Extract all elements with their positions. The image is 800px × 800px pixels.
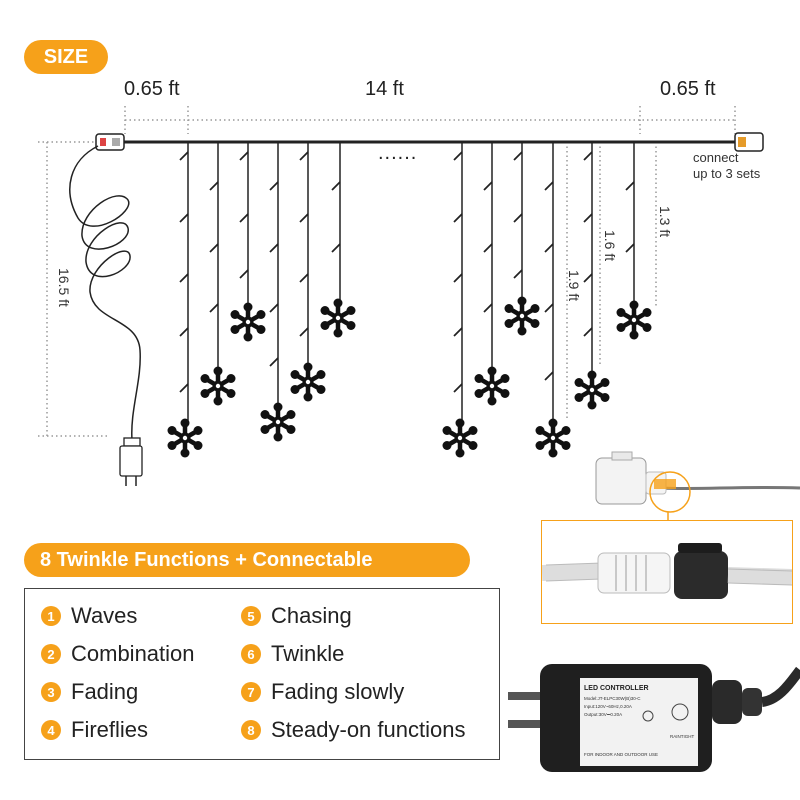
number-badge: 2 (41, 644, 61, 664)
snowflake-icon (617, 301, 652, 340)
snowflake-icon (168, 419, 203, 458)
number-badge: 6 (241, 644, 261, 664)
list-item: 2 Combination (41, 641, 195, 667)
snowflake-icon (443, 419, 478, 458)
number-badge: 1 (41, 606, 61, 626)
functions-title: 8 Twinkle Functions + Connectable (24, 543, 470, 577)
list-item: 6 Twinkle (241, 641, 344, 667)
list-item: 3 Fading (41, 679, 138, 705)
number-badge: 7 (241, 682, 261, 702)
adapter-line5: RAINTIGHT (670, 734, 695, 739)
function-label: Combination (71, 641, 195, 666)
function-label: Fading (71, 679, 139, 704)
function-label: Steady-on functions (271, 717, 466, 742)
number-badge: 5 (241, 606, 261, 626)
connect-note: connect up to 3 sets (693, 150, 760, 182)
number-badge: 8 (241, 720, 261, 740)
icicle-light-diagram (38, 106, 800, 520)
size-badge: SIZE (24, 40, 108, 74)
function-label: Waves (71, 603, 138, 628)
adapter-line3: Output:30V⎓0.20A (584, 712, 622, 717)
list-item: 7 Fading slowly (241, 679, 404, 705)
snowflake-icon (536, 419, 571, 458)
list-item: 8 Steady-on functions (241, 717, 465, 743)
right-end-length-label: 0.65 ft (660, 78, 716, 100)
snowflake-icon (261, 403, 296, 442)
functions-list: 1 Waves 2 Combination 3 Fading 4 Firefli… (24, 588, 500, 760)
snowflake-icon (231, 303, 266, 342)
adapter-brand: LED CONTROLLER (584, 685, 649, 692)
connector-icon (541, 543, 793, 599)
adapter-line2: Input:120V~60Hz,0.20A (584, 704, 632, 709)
function-label: Chasing (271, 603, 352, 628)
left-end-length-label: 0.65 ft (124, 78, 180, 100)
plug-icon (119, 437, 143, 486)
function-label: Fading slowly (271, 679, 405, 704)
continuation-dots: ...... (378, 142, 418, 164)
connect-note-line1: connect (693, 150, 739, 165)
list-item: 1 Waves (41, 603, 137, 629)
middle-length-label: 14 ft (365, 78, 404, 100)
adapter-line4: FOR INDOOR AND OUTDOOR USE (584, 752, 658, 757)
adapter-line1: Model:JT-ELPC30W(B)30-C (584, 696, 641, 701)
connector-icon (595, 451, 800, 520)
snowflake-icon (575, 371, 610, 410)
snowflake-icon (321, 299, 356, 338)
list-item: 4 Fireflies (41, 717, 148, 743)
snowflake-icon (475, 367, 510, 406)
connector-zoom-panel (541, 520, 793, 624)
adapter-icon: LED CONTROLLER Model:JT-ELPC30W(B)30-C I… (508, 664, 800, 772)
list-item: 5 Chasing (241, 603, 352, 629)
number-badge: 4 (41, 720, 61, 740)
snowflake-icon (201, 367, 236, 406)
number-badge: 3 (41, 682, 61, 702)
snowflake-icon (505, 297, 540, 336)
function-label: Twinkle (271, 641, 345, 666)
connect-note-line2: up to 3 sets (693, 166, 761, 181)
snowflake-icon (291, 363, 326, 402)
function-label: Fireflies (71, 717, 149, 742)
